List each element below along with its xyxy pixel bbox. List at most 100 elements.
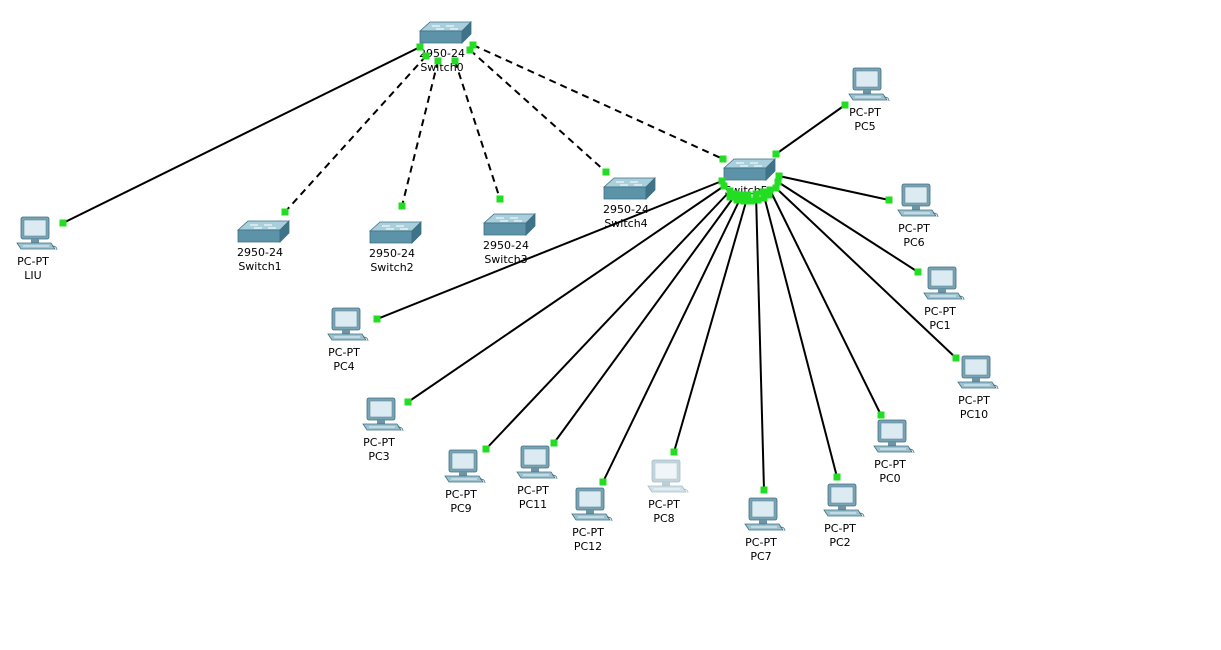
pc-icon [362,397,404,432]
device-liu[interactable] [16,216,58,251]
device-pc3[interactable] [362,397,404,432]
device-name-label: PC8 [653,512,674,525]
port-up-indicator [726,193,734,201]
switch-icon [369,221,422,244]
link-switch5-pc10[interactable] [775,187,957,359]
device-name-label: PC11 [519,498,547,511]
pc-icon [647,459,689,494]
port-up-indicator [841,101,849,109]
device-pc4[interactable] [327,307,369,342]
link-switch5-pc7[interactable] [755,193,765,491]
port-up-indicator [772,150,780,158]
port-up-indicator [914,268,922,276]
link-switch5-pc5[interactable] [775,104,846,155]
link-switch5-pc6[interactable] [778,175,890,201]
port-up-indicator [760,486,768,494]
device-switch1[interactable] [237,220,290,243]
port-up-indicator [720,182,728,190]
port-up-indicator [281,208,289,216]
link-switch5-pc11[interactable] [553,193,737,444]
device-pc9[interactable] [444,449,486,484]
port-up-indicator [466,46,474,54]
link-switch5-pc2[interactable] [762,191,838,478]
link-switch0-switch4[interactable] [469,49,607,173]
link-switch5-pc12[interactable] [602,194,743,483]
device-model-label: PC-PT [958,394,990,407]
device-name-label: PC10 [960,408,988,421]
pc-icon [444,449,486,484]
device-model-label: PC-PT [517,484,549,497]
device-switch3[interactable] [483,213,536,236]
link-switch0-liu[interactable] [62,46,421,224]
device-pc8[interactable] [647,459,689,494]
device-name-label: PC2 [829,536,850,549]
port-up-indicator [738,191,746,199]
pc-icon [923,266,965,301]
device-pc6[interactable] [897,183,939,218]
device-switch5[interactable] [723,158,776,181]
device-model-label: 2950-24 [419,47,465,60]
port-up-indicator [599,478,607,486]
device-pc10[interactable] [957,355,999,390]
device-pc11[interactable] [516,445,558,480]
port-up-indicator [759,188,767,196]
device-pc2[interactable] [823,483,865,518]
pc-icon [571,487,613,522]
ports-layer [59,41,960,494]
port-up-indicator [416,43,424,51]
device-name-label: PC3 [368,450,389,463]
port-up-indicator [398,202,406,210]
port-up-indicator [733,196,741,204]
link-switch0-switch2[interactable] [401,60,439,207]
port-up-indicator [670,448,678,456]
link-switch0-switch5[interactable] [472,44,724,160]
link-switch5-pc3[interactable] [407,185,725,403]
link-switch0-switch3[interactable] [454,60,501,200]
links-layer [62,44,957,491]
device-pc5[interactable] [848,67,890,102]
device-switch0[interactable] [419,21,472,44]
link-switch5-pc1[interactable] [777,181,919,273]
port-up-indicator [496,195,504,203]
port-up-indicator [752,190,760,198]
switch-icon [237,220,290,243]
device-pc1[interactable] [923,266,965,301]
device-name-label: Switch2 [370,261,413,274]
device-model-label: 2950-24 [237,246,283,259]
port-up-indicator [726,187,734,195]
device-switch2[interactable] [369,221,422,244]
port-up-indicator [744,191,752,199]
device-pc0[interactable] [873,419,915,454]
device-model-label: PC-PT [648,498,680,511]
port-up-indicator [602,168,610,176]
port-up-indicator [760,194,768,202]
switch-icon [603,177,656,200]
device-model-label: PC-PT [849,106,881,119]
port-up-indicator [482,445,490,453]
device-model-label: PC-PT [824,522,856,535]
device-name-label: LIU [24,269,41,282]
port-up-indicator [434,57,442,65]
link-switch5-pc4[interactable] [376,180,723,320]
port-up-indicator [404,398,412,406]
device-pc7[interactable] [744,497,786,532]
port-up-indicator [765,191,773,199]
link-switch5-pc8[interactable] [673,194,749,453]
port-up-indicator [373,315,381,323]
link-switch5-pc9[interactable] [485,190,731,450]
device-switch4[interactable] [603,177,656,200]
port-up-indicator [469,41,477,49]
link-switch5-pc0[interactable] [769,189,882,416]
port-up-indicator [451,57,459,65]
device-name-label: PC7 [750,550,771,563]
pc-icon [744,497,786,532]
devices-layer: 2950-24Switch02950-24Switch12950-24Switc… [16,21,999,563]
device-model-label: 2950-24 [369,247,415,260]
device-pc12[interactable] [571,487,613,522]
device-name-label: PC6 [903,236,924,249]
port-up-indicator [775,172,783,180]
device-model-label: PC-PT [874,458,906,471]
port-up-indicator [740,197,748,205]
pc-icon [327,307,369,342]
